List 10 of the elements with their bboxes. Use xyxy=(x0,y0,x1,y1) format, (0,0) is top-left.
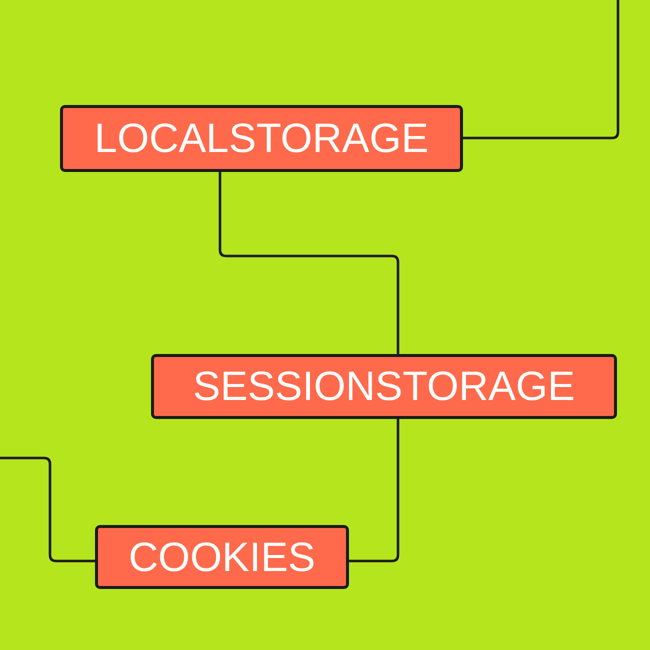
box-label: LOCALSTORAGE xyxy=(94,118,429,159)
connector-line xyxy=(463,0,620,140)
storage-box xyxy=(95,525,349,589)
connector-line xyxy=(218,172,400,354)
storage-box xyxy=(60,105,463,172)
box-label: SESSIONSTORAGE xyxy=(192,366,575,407)
box-label: COOKIES xyxy=(128,536,316,578)
connector-line xyxy=(0,456,95,562)
storage-box xyxy=(151,354,617,419)
connector-line xyxy=(349,419,400,562)
